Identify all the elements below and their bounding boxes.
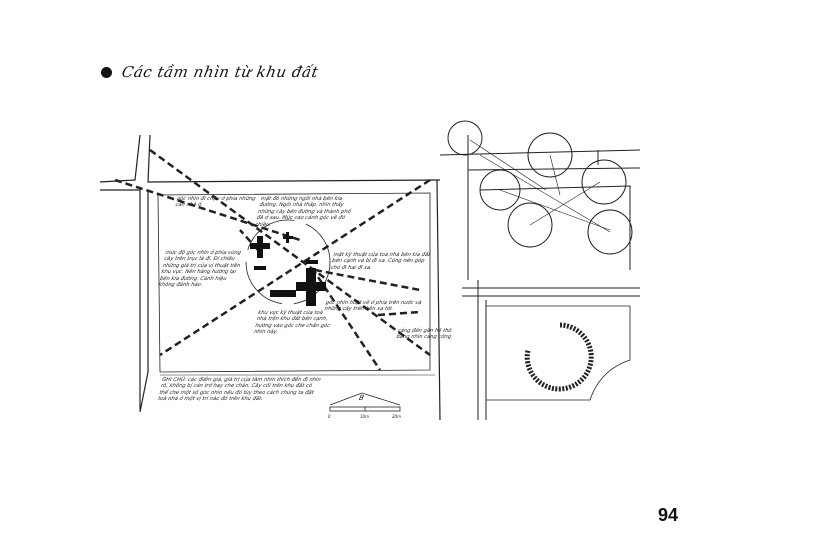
annotation-right-top: mặt kỹ thuật của toà nhà bên kia đất bên… — [330, 252, 431, 271]
annotation-right-mid: góc nhìn hoặt về ở phía trên nước và nhữ… — [323, 300, 422, 313]
annotation-left: mức độ góc nhìn ở phía vùng cây trên trụ… — [158, 250, 242, 289]
annotation-far-right: cảng đến gần hệ thô băng nhìn cảng công — [395, 328, 453, 341]
bullet-icon — [101, 66, 112, 78]
annotation-note: GHI CHÚ: các điểm giá, giá trị của tầm n… — [157, 377, 322, 403]
page-number: 94 — [658, 505, 679, 525]
scale-mid: 10m — [360, 414, 369, 419]
annotation-top-center: mặt đó những ngôi nhà bên kia đường. Ngô… — [254, 196, 352, 228]
scale-start: 0 — [328, 414, 331, 419]
section-heading: Các tầm nhìn từ khu đất — [101, 63, 320, 81]
scale-end: 20m — [392, 414, 401, 419]
annotation-center-bottom: khu vực kỹ thuật của toà nhà trên khu đấ… — [253, 310, 331, 336]
annotation-top-left: góc nhìn đi chậu ở phía những căn nhà ở. — [174, 196, 257, 209]
